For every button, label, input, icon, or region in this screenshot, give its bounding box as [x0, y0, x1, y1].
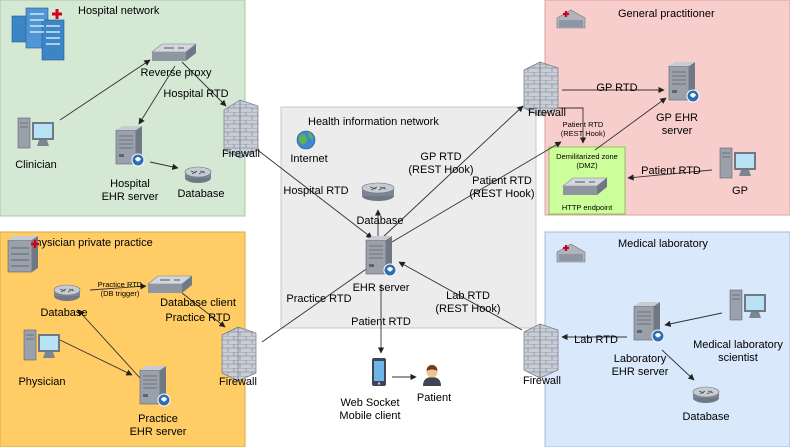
edge-ehr-gp-firewall — [381, 105, 524, 239]
health-information-network-zone — [280, 106, 537, 329]
edge-lab-firewall-ehr — [398, 261, 523, 331]
gp-rest-hook-label-2: (REST Hook) — [408, 164, 473, 176]
lab-scientist-label-2: scientist — [718, 352, 758, 364]
gp-firewall-icon — [523, 61, 559, 117]
gp-ehr-label-2: server — [662, 125, 693, 137]
hin-database-label: Database — [356, 215, 403, 227]
practice-firewall-icon — [221, 326, 257, 382]
physician-label: Physician — [18, 376, 65, 388]
practice-ehr-badge-icon — [157, 393, 171, 407]
internet-label: Internet — [290, 153, 327, 165]
hospital-building-icon — [11, 7, 65, 61]
patient-rest-hook-label-2: (REST Hook) — [469, 188, 534, 200]
practice-db-trigger-label-1: Practice RTD — [98, 280, 143, 289]
hospital-network-title: Hospital network — [78, 5, 160, 17]
gp-rest-hook-label-1: GP RTD — [420, 151, 461, 163]
gp-label: GP — [732, 185, 748, 197]
http-endpoint-label: HTTP endpoint — [562, 203, 613, 212]
gp-ehr-badge-icon — [686, 89, 700, 103]
hospital-firewall-label: Firewall — [222, 148, 260, 160]
lab-firewall-label: Firewall — [523, 375, 561, 387]
edge-scientist-lab-ehr — [664, 312, 723, 327]
edge-dmz-gp-ehr — [594, 97, 667, 151]
lab-rtd-label: Lab RTD — [574, 334, 618, 346]
edge-hospital-ehr-db — [149, 161, 179, 170]
edge-practice-firewall-ehr — [261, 264, 373, 343]
lab-ehr-label-2: EHR server — [612, 366, 669, 378]
gp-ehr-label-1: GP EHR — [656, 112, 698, 124]
medical-laboratory-title: Medical laboratory — [618, 238, 708, 250]
lab-ehr-badge-icon — [651, 329, 665, 343]
dmz-title: Demilitarized zone — [556, 152, 618, 161]
edge-practice-ehr-pp-db — [77, 309, 141, 379]
reverse-proxy-label: Reverse proxy — [141, 67, 212, 79]
patient-rest-hook-label-1: Patient RTD — [472, 175, 532, 187]
edge-db-client-firewall — [181, 292, 226, 328]
hin-database-icon — [361, 182, 395, 202]
person-icon — [423, 365, 441, 386]
practice-database-icon — [53, 284, 81, 302]
private-practice-title: Physician private practice — [28, 237, 153, 249]
ehr-server-badge-icon — [383, 263, 397, 277]
medical-laboratory-zone — [544, 231, 790, 447]
mobile-client-label-2: Mobile client — [339, 410, 400, 422]
dmz-subtitle: (DMZ) — [576, 161, 598, 170]
database-client-label: Database client — [160, 297, 236, 309]
lab-rest-hook-label-2: (REST Hook) — [435, 303, 500, 315]
lab-firewall-icon — [523, 323, 559, 379]
practice-ehr-label-2: EHR server — [130, 426, 187, 438]
practice-rtd-label-2: Practice RTD — [286, 293, 351, 305]
edge-proxy-firewall — [181, 61, 227, 107]
clinician-label: Clinician — [15, 159, 57, 171]
hospital-ehr-badge-icon — [131, 153, 145, 167]
hospital-firewall-icon — [223, 99, 259, 159]
ehr-server-label: EHR server — [353, 282, 410, 294]
hospital-rtd-label-2: Hospital RTD — [283, 185, 348, 197]
practice-database-label: Database — [40, 307, 87, 319]
practice-firewall-label: Firewall — [219, 376, 257, 388]
hospital-database-label: Database — [177, 188, 224, 200]
patient-rest-hook-small-label-2: (REST Hook) — [561, 129, 606, 138]
edge-proxy-hospital-ehr — [138, 65, 176, 125]
edge-hospital-firewall-ehr — [254, 147, 373, 239]
private-practice-building-icon — [7, 236, 39, 273]
internet-globe-icon — [296, 130, 316, 150]
lab-database-label: Database — [682, 411, 729, 423]
hospital-database-icon — [184, 166, 212, 184]
lab-ehr-label-1: Laboratory — [614, 353, 667, 365]
edge-physician-practice-ehr — [59, 339, 133, 376]
lab-scientist-label-1: Medical laboratory — [693, 339, 783, 351]
practice-ehr-label-1: Practice — [138, 413, 178, 425]
patient-rtd-gp-label: Patient RTD — [641, 165, 701, 177]
hospital-rtd-label-1: Hospital RTD — [163, 88, 228, 100]
hin-title: Health information network — [308, 116, 439, 128]
edge-pp-db-client — [89, 283, 147, 291]
lab-database-icon — [692, 386, 720, 404]
edge-clinician-proxy — [59, 59, 151, 121]
lab-rest-hook-label-1: Lab RTD — [446, 290, 490, 302]
mobile-client-label-1: Web Socket — [340, 397, 399, 409]
gp-rtd-label: GP RTD — [596, 82, 637, 94]
gp-firewall-label: Firewall — [528, 107, 566, 119]
mobile-phone-icon — [372, 358, 386, 386]
edge-gp-dmz — [627, 169, 713, 181]
edge-ehr-gp-dmz — [391, 141, 562, 243]
general-practitioner-title: General practitioner — [618, 8, 715, 20]
patient-rest-hook-small-label-1: Patient RTD — [563, 120, 604, 129]
practice-rtd-label-1: Practice RTD — [165, 312, 230, 324]
patient-label: Patient — [417, 392, 451, 404]
hospital-ehr-label-1: Hospital — [110, 178, 150, 190]
practice-db-trigger-label-2: (DB trigger) — [101, 289, 140, 298]
edge-firewall-dmz — [555, 107, 587, 144]
edge-lab-ehr-db — [661, 349, 695, 381]
hospital-ehr-label-2: EHR server — [102, 191, 159, 203]
patient-rtd-label: Patient RTD — [351, 316, 411, 328]
